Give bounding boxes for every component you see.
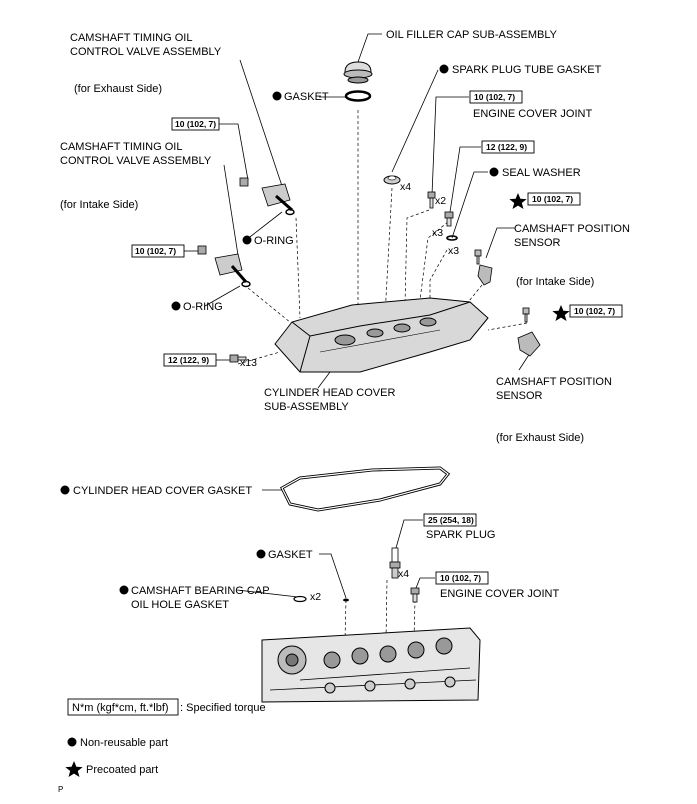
cam-position-sensor-exhaust-drawing xyxy=(517,307,541,357)
precoated-star-icon xyxy=(65,761,83,777)
cam-sensor-intake-label-2: SENSOR xyxy=(514,237,561,249)
o-ring-2-label: O-RING xyxy=(183,301,223,313)
cam-position-sensor-intake-drawing xyxy=(474,249,493,286)
seal-washer-label: SEAL WASHER xyxy=(502,167,581,179)
for-intake-side-sensor-label: (for Intake Side) xyxy=(516,276,594,288)
engine-cover-joint-bottom-drawing xyxy=(410,587,420,603)
spark-plug-drawing xyxy=(389,547,401,579)
footer-code: P xyxy=(58,785,63,794)
spark-plug-label: SPARK PLUG xyxy=(426,529,496,541)
cam-sensor-exhaust-label-1: CAMSHAFT POSITION xyxy=(496,376,612,388)
torque-box xyxy=(435,571,489,585)
engine-cover-joint-bottom-label: ENGINE COVER JOINT xyxy=(440,588,559,600)
torque-engine-cover-joint-top: 10 (102, 7) xyxy=(474,92,515,102)
legend-non-reusable: Non-reusable part xyxy=(80,737,168,749)
torque-cam-sensor-intake: 10 (102, 7) xyxy=(532,194,573,204)
camshaft-ocv-exhaust-label-2: CONTROL VALVE ASSEMBLY xyxy=(70,46,222,58)
seal-washer-bolt-drawing xyxy=(444,211,458,241)
non-reusable-icon xyxy=(272,91,282,101)
non-reusable-icon xyxy=(439,64,449,74)
gasket-top-label: GASKET xyxy=(284,91,329,103)
ocv-exhaust-drawing xyxy=(239,177,295,216)
torque-ocv-intake: 10 (102, 7) xyxy=(135,246,176,256)
oil-filler-cap-drawing xyxy=(343,61,373,84)
torque-spark-plug: 25 (254, 18) xyxy=(428,515,474,525)
cam-bearing-cap-gasket-qty: x2 xyxy=(310,591,321,603)
spark-plug-tube-gasket-drawing xyxy=(383,175,401,185)
cam-bearing-cap-gasket-label-2: OIL HOLE GASKET xyxy=(131,599,229,611)
engine-cover-joint-top-label: ENGINE COVER JOINT xyxy=(473,108,592,120)
non-reusable-icon xyxy=(242,235,252,245)
spark-plug-qty: x4 xyxy=(398,568,409,580)
torque-ocv-exhaust: 10 (102, 7) xyxy=(175,119,216,129)
non-reusable-icon xyxy=(67,737,77,747)
torque-box xyxy=(527,192,581,206)
torque-box xyxy=(469,90,523,104)
cylinder-head-cover-gasket-label: CYLINDER HEAD COVER GASKET xyxy=(73,485,252,497)
o-ring-1-label: O-RING xyxy=(254,235,294,247)
bearing-cap-gasket-drawing xyxy=(293,595,307,603)
torque-box xyxy=(163,353,217,367)
legend-torque-unit: N*m (kgf*cm, ft.*lbf) xyxy=(72,702,169,714)
legend-torque-box xyxy=(67,698,179,716)
torque-seal-washer-bolt: 12 (122, 9) xyxy=(486,142,527,152)
gasket-bottom-drawing xyxy=(343,598,349,602)
torque-head-cover-bolts: 12 (122, 9) xyxy=(168,355,209,365)
head-cover-bolts-qty: x13 xyxy=(240,357,257,369)
cam-sensor-exhaust-label-2: SENSOR xyxy=(496,390,543,402)
for-exhaust-side-label: (for Exhaust Side) xyxy=(74,83,162,95)
non-reusable-icon xyxy=(60,485,70,495)
legend: N*m (kgf*cm, ft.*lbf) : Specified torque… xyxy=(65,698,266,777)
non-reusable-icon xyxy=(171,301,181,311)
torque-cam-sensor-exhaust: 10 (102, 7) xyxy=(574,306,615,316)
seal-washer-qty: x3 xyxy=(448,245,459,257)
for-exhaust-side-sensor-label: (for Exhaust Side) xyxy=(496,432,584,444)
cylinder-head-cover-gasket-drawing xyxy=(280,466,451,512)
cam-sensor-intake-label-1: CAMSHAFT POSITION xyxy=(514,223,630,235)
spark-plug-tube-gasket-qty: x4 xyxy=(400,181,411,193)
non-reusable-icon xyxy=(119,585,129,595)
camshaft-ocv-intake-label-1: CAMSHAFT TIMING OIL xyxy=(60,141,182,153)
seal-washer-bolt-qty: x3 xyxy=(432,227,443,239)
torque-box xyxy=(131,244,185,258)
cylinder-head-drawing xyxy=(261,627,481,703)
gasket-bottom-label: GASKET xyxy=(268,549,313,561)
legend-torque-desc: : Specified torque xyxy=(180,702,266,714)
cylinder-head-cover-label-2: SUB-ASSEMBLY xyxy=(264,401,349,413)
engine-cover-joint-top-qty: x2 xyxy=(435,195,446,207)
non-reusable-icon xyxy=(489,167,499,177)
for-intake-side-label: (for Intake Side) xyxy=(60,199,138,211)
camshaft-ocv-intake-label-2: CONTROL VALVE ASSEMBLY xyxy=(60,155,212,167)
camshaft-ocv-exhaust-label-1: CAMSHAFT TIMING OIL xyxy=(70,32,192,44)
oil-filler-cap-label: OIL FILLER CAP SUB-ASSEMBLY xyxy=(386,29,558,41)
cylinder-head-cover-drawing xyxy=(274,297,489,373)
torque-box xyxy=(171,117,220,131)
precoated-star-icon xyxy=(509,193,527,209)
cam-bearing-cap-gasket-label-1: CAMSHAFT BEARING CAP xyxy=(131,585,270,597)
torque-box xyxy=(481,140,535,154)
torque-box xyxy=(423,513,477,527)
head-cover-bolt-drawing xyxy=(229,354,247,363)
cylinder-head-cover-label-1: CYLINDER HEAD COVER xyxy=(264,387,395,399)
gasket-top-drawing xyxy=(344,90,372,102)
precoated-star-icon xyxy=(552,305,570,321)
legend-precoated: Precoated part xyxy=(86,764,158,776)
engine-cover-joint-top-drawing xyxy=(427,191,436,209)
torque-engine-cover-joint-bottom: 10 (102, 7) xyxy=(440,573,481,583)
spark-plug-tube-gasket-label: SPARK PLUG TUBE GASKET xyxy=(452,64,602,76)
torque-box xyxy=(569,304,623,318)
ocv-intake-drawing xyxy=(197,245,251,288)
non-reusable-icon xyxy=(256,549,266,559)
